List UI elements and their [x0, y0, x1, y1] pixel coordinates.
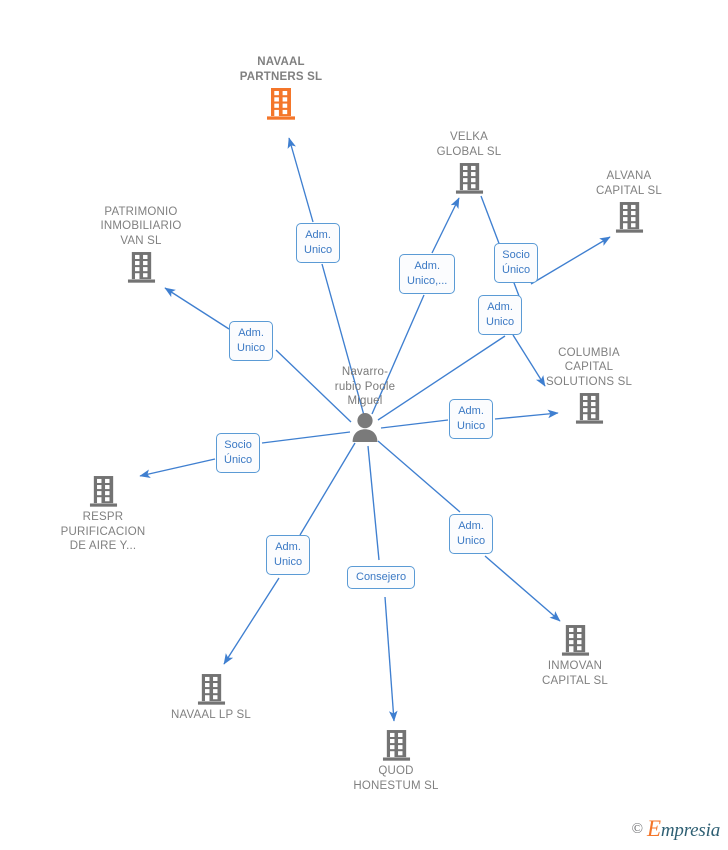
node-label-respr-purificacion: RESPR PURIFICACION DE AIRE Y...: [60, 511, 146, 552]
edge-e-quod-b: [384, 596, 398, 722]
node-label-navaal-lp: NAVAAL LP SL: [171, 709, 251, 721]
edge-e-navaal-lp-b: [223, 577, 280, 665]
node-navarrorubio-poole-miguel[interactable]: Navarro- rubio Poole Miguel: [290, 365, 440, 442]
building-icon: [455, 162, 484, 195]
node-inmovan-capital[interactable]: INMOVAN CAPITAL SL: [500, 624, 650, 688]
node-columbia-capital-solutions[interactable]: COLUMBIA CAPITAL SOLUTIONS SL: [514, 346, 664, 426]
node-navaal-lp[interactable]: NAVAAL LP SL: [136, 673, 286, 723]
edge-e-quod-a: [367, 445, 380, 561]
edge-e-velka-b: [431, 197, 460, 254]
node-alvana-capital[interactable]: ALVANA CAPITAL SL: [554, 169, 704, 234]
relation-label-rel-navaal-partners[interactable]: Adm. Unico: [296, 223, 341, 263]
person-icon: [349, 412, 381, 442]
node-label-person: Navarro- rubio Poole Miguel: [334, 366, 396, 407]
node-velka-global[interactable]: VELKA GLOBAL SL: [394, 130, 544, 195]
node-quod-honestum[interactable]: QUOD HONESTUM SL: [321, 729, 471, 793]
building-icon: [127, 251, 156, 284]
edge-e-patrimonio-b: [164, 287, 230, 330]
node-label-patrimonio-inmobiliario-van: PATRIMONIO INMOBILIARIO VAN SL: [100, 205, 182, 247]
node-navaal-partners[interactable]: NAVAAL PARTNERS SL: [206, 55, 356, 121]
building-icon: [561, 624, 590, 657]
building-icon: [197, 673, 226, 706]
building-icon: [575, 392, 604, 425]
watermark: © Empresia: [631, 816, 721, 841]
relation-label-rel-respr[interactable]: Socio Único: [216, 433, 261, 473]
relation-label-rel-inmovan[interactable]: Adm. Unico: [449, 514, 494, 554]
building-icon: [266, 87, 296, 121]
edge-e-inmovan-a: [377, 440, 461, 513]
relation-label-rel-patrimonio[interactable]: Adm. Unico: [229, 321, 274, 361]
relation-label-rel-columbia-direct[interactable]: Adm. Unico: [449, 399, 494, 439]
edge-e-navaal-partners-b: [287, 137, 314, 223]
relation-label-rel-quod-honestum[interactable]: Consejero: [347, 565, 416, 589]
edge-e-navaal-lp-a: [299, 442, 356, 536]
brand-name: Empresia: [647, 816, 720, 841]
brand-rest: mpresia: [660, 820, 720, 841]
building-icon: [89, 475, 118, 508]
edge-e-inmovan-b: [484, 555, 561, 622]
relation-label-rel-columbia-top[interactable]: Adm. Unico: [478, 295, 523, 335]
node-respr-purificacion[interactable]: RESPR PURIFICACION DE AIRE Y...: [28, 475, 178, 554]
node-label-quod-honestum: QUOD HONESTUM SL: [353, 765, 439, 792]
node-patrimonio-inmobiliario-van[interactable]: PATRIMONIO INMOBILIARIO VAN SL: [66, 205, 216, 285]
brand-initial: E: [647, 816, 661, 841]
relation-label-rel-velka-global[interactable]: Adm. Unico,...: [399, 254, 456, 294]
edge-e-respr-b: [139, 458, 216, 478]
building-icon: [382, 729, 411, 762]
relation-label-rel-alvana-capital[interactable]: Socio Único: [494, 243, 539, 283]
node-label-inmovan-capital: INMOVAN CAPITAL SL: [542, 660, 608, 687]
node-label-alvana-capital: ALVANA CAPITAL SL: [596, 170, 662, 197]
edge-e-alvana-b: [530, 236, 611, 285]
node-label-columbia-capital-solutions: COLUMBIA CAPITAL SOLUTIONS SL: [545, 346, 633, 388]
node-label-velka-global: VELKA GLOBAL SL: [436, 131, 502, 158]
copyright-symbol: ©: [631, 821, 644, 837]
building-icon: [615, 201, 644, 234]
node-label-navaal-partners: NAVAAL PARTNERS SL: [239, 56, 323, 83]
relation-label-rel-navaal-lp[interactable]: Adm. Unico: [266, 535, 311, 575]
